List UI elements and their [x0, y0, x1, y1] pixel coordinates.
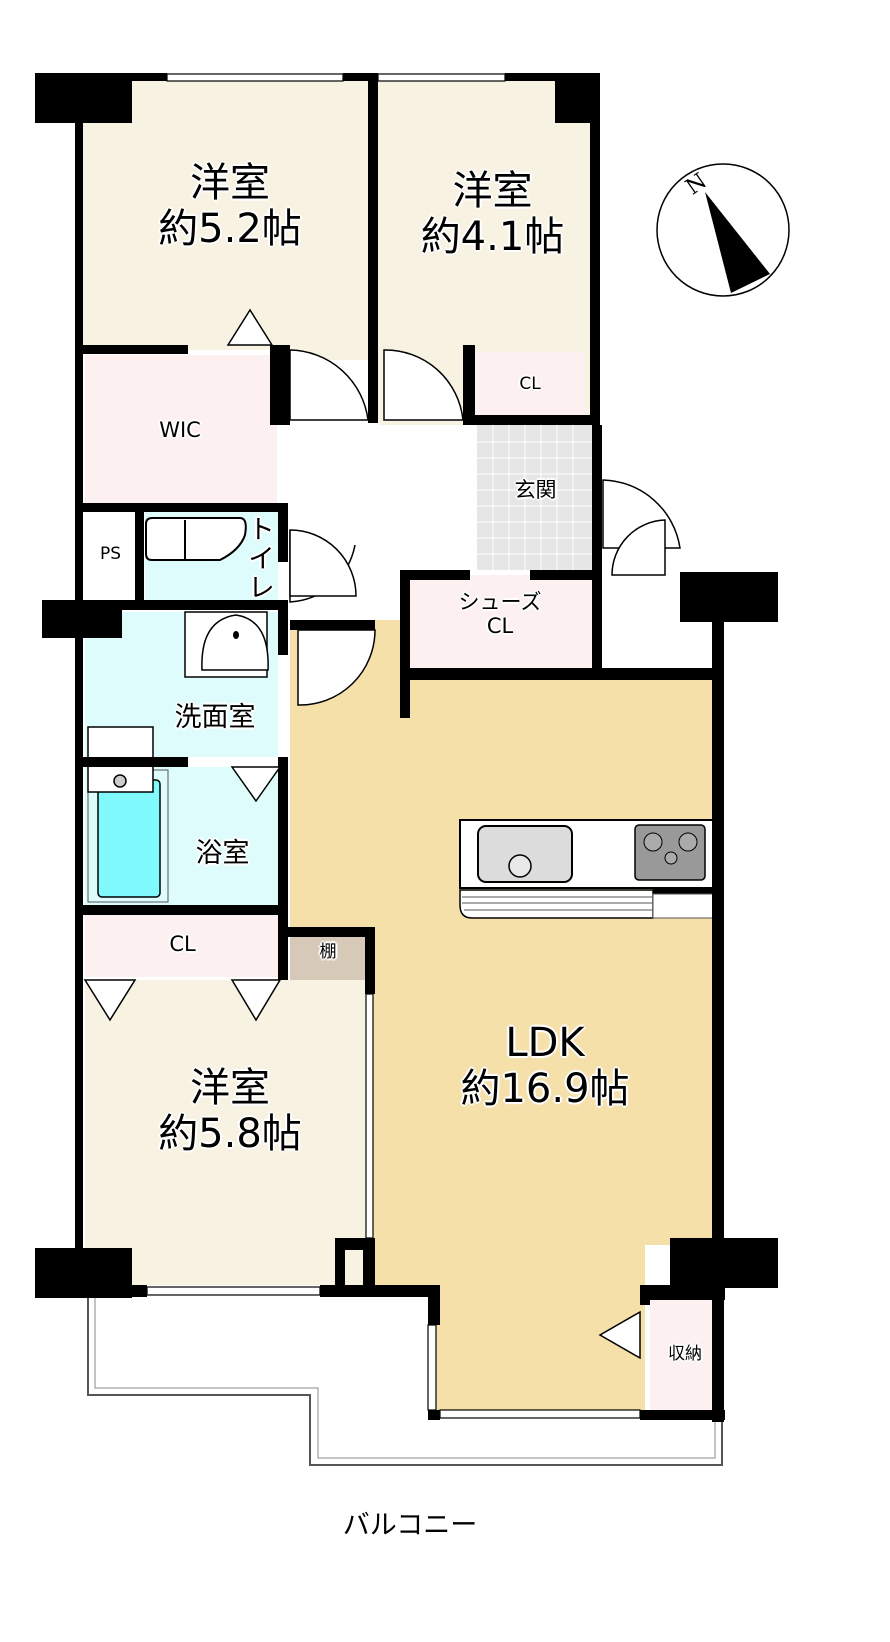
toilet-label: トイレ [243, 515, 275, 602]
shoe-closet-floor [410, 575, 592, 670]
basin [201, 614, 269, 671]
walls [35, 73, 778, 1422]
wic-label: WIC [159, 418, 201, 442]
balcony-railing [87, 1290, 723, 1466]
kitchen-bar-counter [459, 889, 654, 919]
ldk-label: LDK 約16.9帖 [445, 1020, 645, 1112]
bedroom1-label: 洋室 約5.2帖 [150, 160, 310, 252]
bedroom3-name: 洋室 [190, 1065, 270, 1111]
windows [146, 73, 641, 1419]
compass [656, 163, 790, 297]
faucet-icon [233, 631, 239, 639]
cl-bedroom3-label: CL [169, 932, 196, 956]
cl-bedroom3-floor [85, 915, 278, 977]
bedroom3-floor [85, 980, 370, 1285]
counter-partition-2 [652, 893, 721, 919]
sink-drain [508, 854, 532, 878]
ps-label: PS [99, 544, 122, 564]
ldk-name: LDK [505, 1020, 585, 1066]
shoe-closet-label: シューズ CL [425, 590, 575, 638]
ps-floor [85, 512, 135, 602]
counter-partition [653, 888, 720, 894]
bedroom1-size: 約5.2帖 [158, 206, 302, 252]
storage-floor [650, 1300, 720, 1415]
burner-2 [678, 832, 698, 852]
drain-icon [113, 774, 127, 788]
bathroom-label: 浴室 [195, 838, 250, 869]
shelf-floor [290, 935, 365, 980]
wic-floor [85, 355, 277, 503]
burner-3 [664, 851, 678, 865]
cl-bedroom2-label: CL [519, 374, 541, 394]
kitchen-sink [477, 825, 573, 883]
washroom-label: 洗面室 [174, 702, 256, 733]
bedroom1-name: 洋室 [190, 160, 270, 206]
storage-label: 収納 [668, 1344, 702, 1364]
bedroom3-label: 洋室 約5.8帖 [150, 1065, 310, 1157]
ldk-size: 約16.9帖 [460, 1066, 630, 1112]
doors [289, 349, 681, 706]
cl-bedroom2-floor [475, 352, 585, 417]
entrance-label: 玄関 [514, 478, 557, 502]
closet-door-markers [83, 308, 641, 1360]
bedroom3-size: 約5.8帖 [158, 1111, 302, 1157]
bathtub [97, 779, 161, 898]
bedroom2-label: 洋室 約4.1帖 [410, 168, 575, 260]
shoe-closet-name2: CL [486, 614, 514, 639]
balcony-label: バルコニー [342, 1510, 478, 1541]
bedroom2-name: 洋室 [452, 168, 533, 214]
shelf-label: 棚 [319, 942, 337, 962]
burner-1 [643, 832, 663, 852]
bedroom2-size: 約4.1帖 [420, 214, 565, 260]
shoe-closet-name: シューズ [458, 590, 542, 614]
toilet-icon [145, 517, 247, 561]
